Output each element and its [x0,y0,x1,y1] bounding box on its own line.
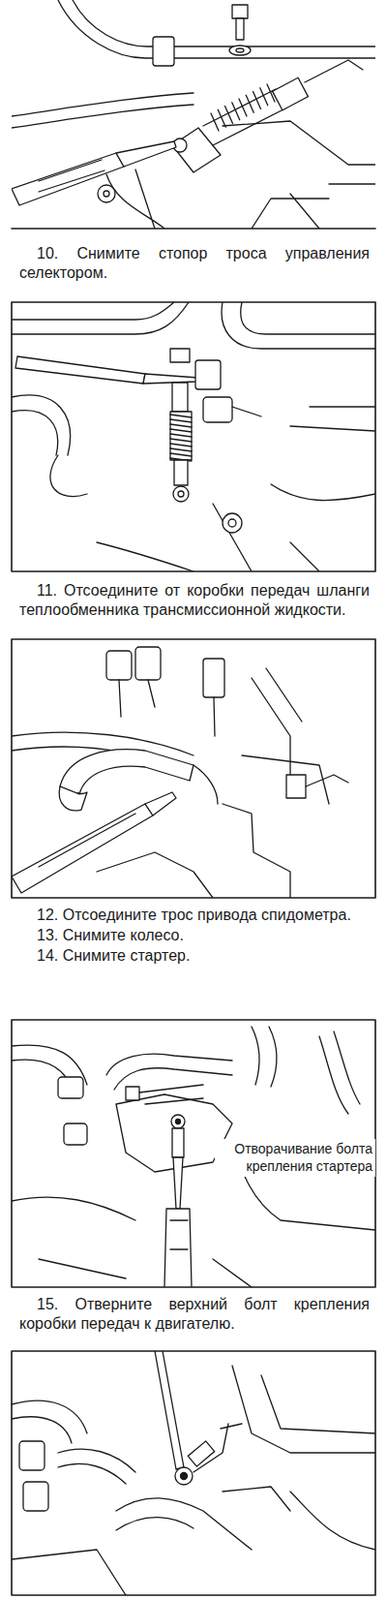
spring-coil [238,98,247,117]
callout-label: Отворачивание болта крепления стартера [214,1137,376,1176]
step-caption: 13. Снимите колесо. [19,924,370,945]
thread-line [170,443,192,447]
spring-coil [245,94,254,113]
spring-coil [253,91,262,110]
speedometer-cable-illustration [11,646,349,897]
step-caption: 10. Снимите стопор троса управления селе… [19,243,370,283]
thread-line [170,418,192,422]
thread-line [170,423,192,427]
cooler-hoses-illustration [11,301,376,571]
step-caption: 12. Отсоедините трос привода спидометра. [19,904,370,924]
spring-coil [260,88,268,106]
selector-cable-illustration [11,0,376,229]
spring-coil [232,102,240,120]
thread-line [170,428,192,432]
step-caption: 11. Отсоедините от коробки передач шланг… [19,580,370,620]
spring-coil [217,109,226,127]
spring-coil [210,113,219,131]
thread-line [170,414,192,417]
transmission-bolt-illustration [11,1349,376,1594]
step-caption: 14. Снимите стартер. [19,945,370,965]
thread-line [170,433,192,437]
step-caption: 15. Отверните верхний болт крепления кор… [19,1293,370,1333]
starter-bolt-illustration [11,1025,376,1286]
thread-line [170,452,192,456]
thread-line [170,447,192,451]
thread-line [170,438,192,442]
spring-coil [225,106,234,124]
